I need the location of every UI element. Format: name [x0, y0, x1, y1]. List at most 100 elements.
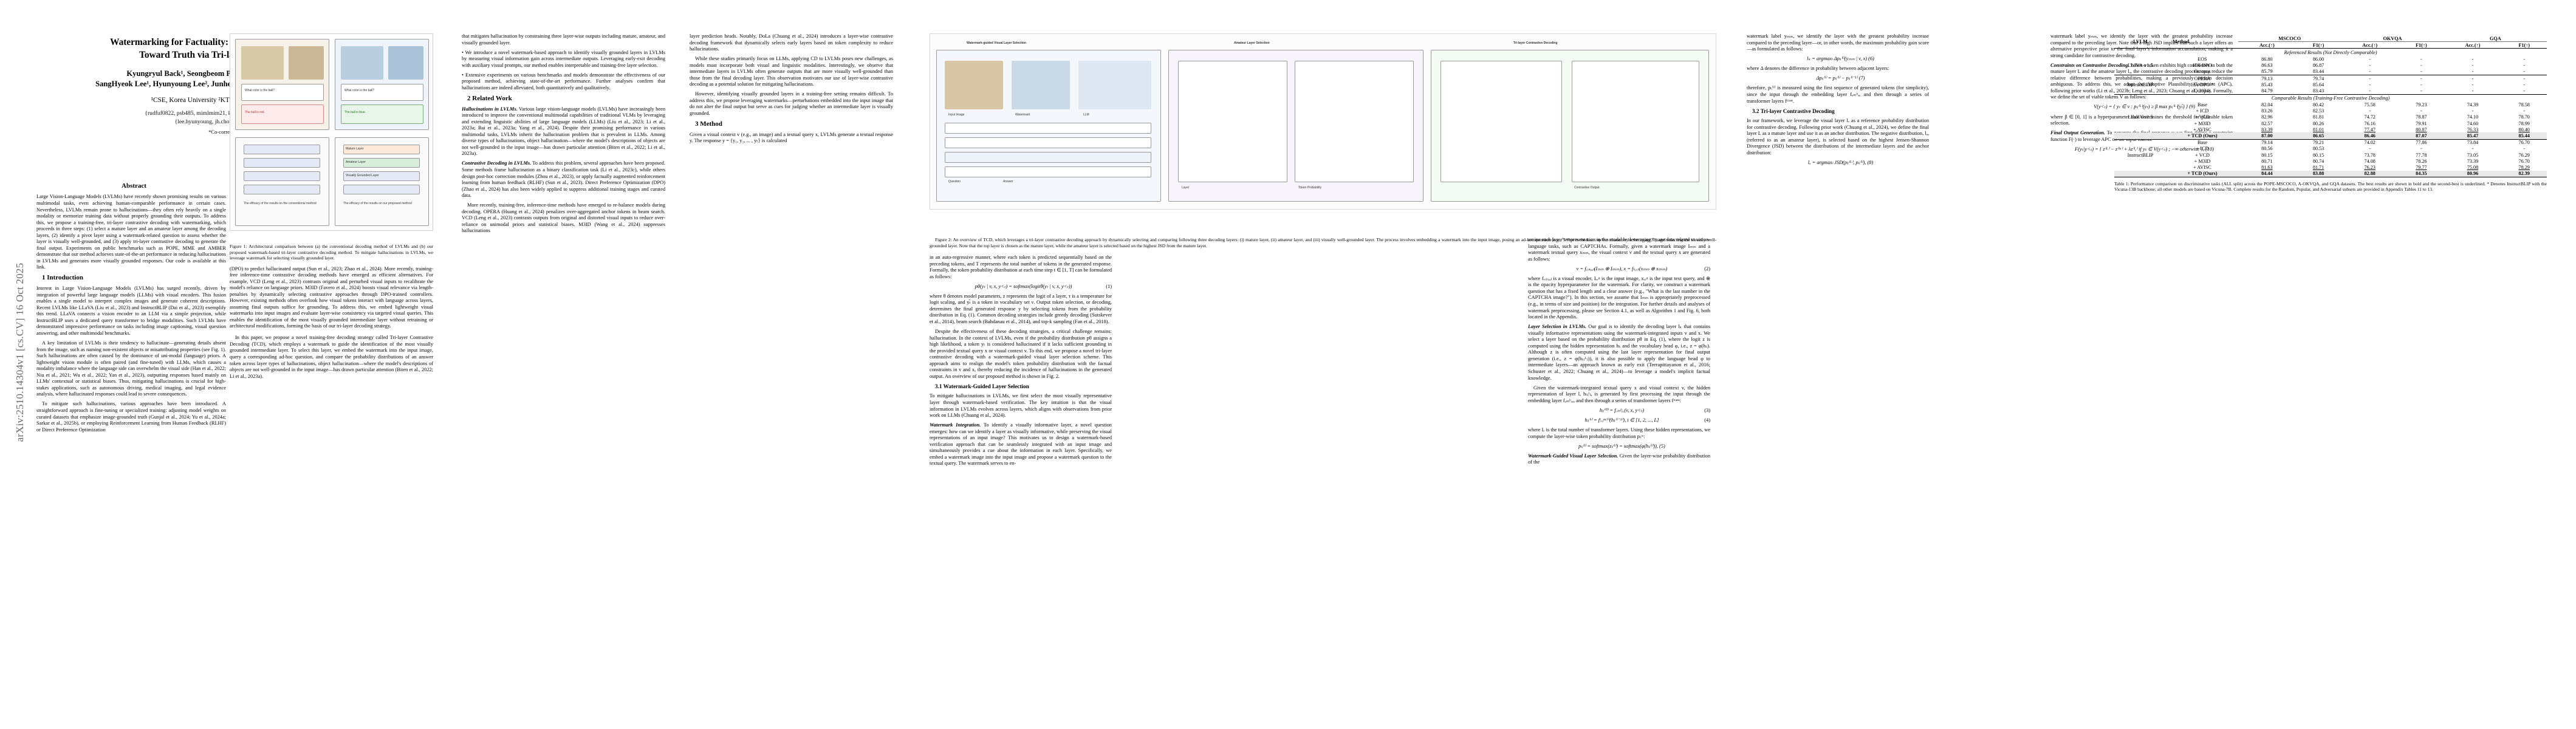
cell-value: 87.00 [2261, 133, 2273, 139]
figure-1-image: What color is the ball? What color is th… [230, 33, 433, 231]
column-3: layer prediction heads. Notably, DoLa (C… [690, 33, 893, 148]
figure-2-title-2: Amateur Layer Selection [1234, 41, 1270, 45]
cell-value: 83.39 [2261, 126, 2273, 132]
cell-value: - [2472, 63, 2474, 69]
cell-value: 80.71 [2261, 158, 2273, 164]
cell-value: 80.87 [2416, 126, 2427, 132]
col6-paragraph-2: where Δ denotes the difference in probab… [1747, 66, 1889, 72]
header-group-gqa: GQA [2444, 35, 2547, 43]
col7-paragraph-4: To generate the final response y, we fir… [2050, 130, 2233, 142]
cell-value: 82.39 [2501, 170, 2547, 177]
cell-method: + TCD (Ours) [2167, 170, 2238, 177]
cell-lvlm [2114, 69, 2167, 75]
cell-method: + VCD [2195, 152, 2210, 158]
subsection-watermark-visual-layer-selection: Watermark-Guided Visual Layer Selection. [1528, 453, 1619, 459]
cell-value: 82.88 [2341, 170, 2399, 177]
cell-value: 81.63 [2261, 164, 2273, 170]
figure-2-title-3: Tri-layer Contrastive Decoding [1513, 41, 1558, 45]
header-okvqa-acc: Acc.(↑) [2362, 42, 2378, 48]
cell-value: 83.88 [2295, 170, 2341, 177]
col1b-paragraph-2: In this paper, we propose a novel traini… [230, 335, 433, 379]
cell-value: 76.23 [2364, 164, 2376, 170]
section-heading-introduction: 1 Introduction [42, 274, 83, 282]
cell-value: 79.13 [2238, 74, 2296, 82]
figure-2-label-watermark: Watermark [1015, 113, 1030, 117]
cell-value: - [2523, 87, 2526, 94]
cell-lvlm [2114, 108, 2167, 114]
cell-value: - [2420, 146, 2422, 152]
abstract-heading: Abstract [122, 182, 146, 190]
col4-paragraph-5: To identify a visually informative layer… [930, 422, 1112, 467]
cell-method: + TCD (Ours) [2187, 133, 2218, 139]
cell-value: 86.00 [2312, 56, 2324, 62]
equation-6: lₖ = argmaxₗ Δpₗᵢ⁽ˡ⁾(yₘₘ | v, x) (6) [1807, 56, 1874, 62]
section-heading-method: 3 Method [695, 120, 722, 128]
cell-value: - [2472, 56, 2474, 62]
column-5: amine each layer's representation in the… [1334, 237, 1716, 469]
equation-2-body: v = fᵥᵢₛᵤₐₗ(Iₘₘ ⊕ Iₗₘₘ), x = fₜₑₓₜ(xₘₘ ⊕… [1576, 265, 1668, 272]
cell-value: 78.70 [2518, 114, 2530, 120]
table-header-metrics: Acc.(↑) F1(↑) Acc.(↑) F1(↑) Acc.(↑) F1(↑… [2114, 42, 2547, 49]
header-group-mscoco: MSCOCO [2238, 35, 2341, 43]
cell-value: 78.99 [2518, 120, 2530, 126]
table-section-comparable: Comparable Results (Training-Free Contra… [2114, 94, 2547, 102]
col5-paragraph-3: Our goal is to identify the decoding lay… [1528, 324, 1710, 381]
equation-10: F(yₜ|y<ₜ) = { z⁽ᴸ⁾ − z⁽ˡᵃ⁾ + λz⁽ˡᵥ⁾ if y… [2075, 146, 2214, 152]
figure-2-title-1: Watermark-guided Visual Layer Selection [967, 41, 1027, 45]
col5-paragraph-1: amine each layer's representation in the… [1528, 237, 1710, 262]
cell-value: 86.63 [2261, 63, 2273, 69]
cell-lvlm: InstructBLIP [2127, 81, 2154, 87]
intro-paragraph-2: A key limitation of LVLMs is their tende… [36, 340, 226, 397]
cell-method: Octopus [2194, 69, 2211, 75]
col4-paragraph-4: To mitigate hallucinations in LVLMs, we … [930, 393, 1112, 419]
cell-value: - [2472, 69, 2474, 75]
col6-paragraph-3: therefore, pₗᵢ⁽ˡ⁾ is measured using the … [1747, 85, 1929, 104]
cell-method: HA-DPO [2193, 63, 2212, 69]
cell-method: EOS [2197, 56, 2207, 62]
col2-paragraph-5: To address this problem, several approac… [462, 160, 666, 199]
figure-2-label-token-prob: Token Probability [1298, 186, 1322, 190]
cell-lvlm [2114, 170, 2167, 177]
cell-value: 77.86 [2399, 139, 2444, 146]
cell-value: 74.08 [2364, 158, 2376, 164]
cell-value: 78.58 [2518, 102, 2530, 108]
subsection-final-output: Final Output Generation. [2050, 130, 2106, 136]
cell-method: + M3ID [2194, 120, 2211, 126]
figure-1: What color is the ball? What color is th… [230, 33, 433, 231]
cell-value: 85.64 [2312, 81, 2324, 87]
cell-value: 80.74 [2312, 158, 2324, 164]
results-table-body: Referenced Results (Not Directly Compara… [2114, 48, 2547, 177]
col4-paragraph-3: Despite the effectiveness of these decod… [930, 329, 1112, 379]
cell-value: 78.26 [2416, 158, 2427, 164]
figure-2-label-layer: Layer [1182, 186, 1190, 190]
cell-value: 79.21 [2295, 139, 2341, 146]
cell-value: - [2369, 108, 2371, 114]
results-table: LVLM Method MSCOCO OKVQA GQA Acc.(↑) F1(… [2114, 35, 2547, 177]
cell-value: 80.26 [2312, 120, 2324, 126]
figure-1-question-right: What color is the ball? [344, 89, 375, 92]
figure-2-image: Watermark-guided Visual Layer Selection … [930, 33, 1716, 210]
col3-paragraph-1: layer prediction heads. Notably, DoLa (C… [690, 33, 893, 52]
cell-value: 79.74 [2295, 74, 2341, 82]
cell-value: - [2399, 74, 2444, 82]
equation-4-body: hₗᵢ⁽ᵗ⁾ = fᵗᵣₐⁿˢ⁽ⁱ⁾(hₗᵢ⁽ⁱ⁻¹⁾), i ∈ [1, 2,… [1584, 417, 1659, 423]
cell-value: - [2472, 87, 2474, 94]
cell-method: + VCD [2195, 114, 2210, 120]
equation-1-body: pθ(yₜ | v, x, y<ₜ) = softmax(logitθ(yₜ |… [975, 283, 1072, 289]
cell-value: 85.47 [2467, 133, 2479, 139]
cell-value: 74.72 [2364, 114, 2376, 120]
cell-method: + ICD [2196, 108, 2209, 114]
cell-value: 75.58 [2364, 102, 2376, 108]
cell-value: 78.87 [2416, 114, 2427, 120]
figure-1-answer-right: The ball is blue. [344, 111, 366, 114]
cell-value: 83.43 [2312, 87, 2324, 94]
cell-method: Base [2197, 102, 2207, 108]
figure-1-question-left: What color is the ball? [245, 89, 275, 92]
cell-value: - [2472, 108, 2474, 114]
cell-value: 86.80 [2261, 56, 2273, 62]
cell-method: + M3ID [2194, 158, 2211, 164]
